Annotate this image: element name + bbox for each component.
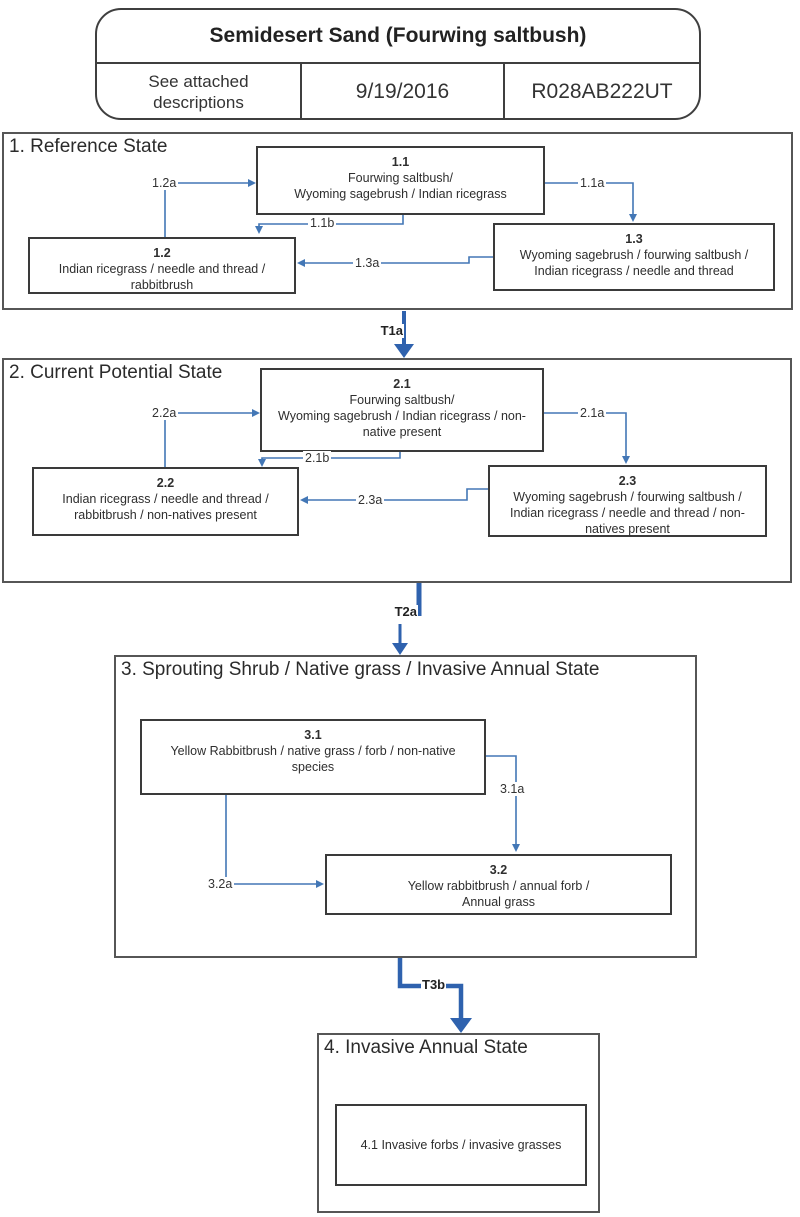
state-box-2-1: 2.1 Fourwing saltbush/ Wyoming sagebrush…: [260, 368, 544, 452]
section-title: 1. Reference State: [9, 136, 168, 157]
state-box-label: Fourwing saltbush/ Wyoming sagebrush / I…: [294, 171, 507, 201]
header-note: See attached descriptions: [148, 72, 249, 112]
pathway-label-2-1b: 2.1b: [303, 451, 332, 465]
section-title: 3. Sprouting Shrub / Native grass / Inva…: [121, 659, 600, 680]
transition-label-t2a: T2a: [382, 605, 418, 619]
state-box-label: Fourwing saltbush/ Wyoming sagebrush / I…: [278, 393, 526, 439]
state-box-label: Wyoming sagebrush / fourwing saltbush / …: [510, 490, 745, 536]
state-box-label: Yellow rabbitbrush / annual forb / Annua…: [407, 879, 590, 909]
section-title: 2. Current Potential State: [9, 362, 223, 383]
diagram-title: Semidesert Sand (Fourwing saltbush): [97, 10, 699, 64]
state-box-number: 1.3: [625, 232, 643, 246]
transition-label-t1a: T1a: [368, 324, 404, 338]
header-row: See attached descriptions 9/19/2016 R028…: [97, 64, 699, 120]
pathway-label-2-1a: 2.1a: [578, 406, 607, 420]
state-box-1-2: 1.2 Indian ricegrass / needle and thread…: [28, 237, 296, 294]
section-invasive-annual-state: 4. Invasive Annual State: [317, 1033, 600, 1213]
section-title: 4. Invasive Annual State: [324, 1037, 528, 1058]
state-box-1-3: 1.3 Wyoming sagebrush / fourwing saltbus…: [493, 223, 775, 291]
state-box-number: 2.3: [618, 474, 637, 488]
pathway-label-2-2a: 2.2a: [150, 406, 179, 420]
state-box-label: Yellow Rabbitbrush / native grass / forb…: [170, 744, 456, 774]
header-card: Semidesert Sand (Fourwing saltbush) See …: [95, 8, 701, 120]
state-box-number: 2.2: [156, 476, 175, 490]
header-site-id: R028AB222UT: [503, 64, 699, 120]
section-current-potential-state: 2. Current Potential State: [2, 358, 792, 583]
state-box-label: 4.1 Invasive forbs / invasive grasses: [360, 1138, 562, 1152]
pathway-label-1-1a: 1.1a: [578, 176, 607, 190]
section-sprouting-shrub-state: 3. Sprouting Shrub / Native grass / Inva…: [114, 655, 697, 958]
state-box-number: 1.1: [391, 155, 410, 169]
state-box-number: 2.1: [393, 377, 411, 391]
state-box-number: 3.2: [489, 863, 508, 877]
state-box-2-2: 2.2 Indian ricegrass / needle and thread…: [32, 467, 299, 536]
transition-arrowhead-t2a: [392, 643, 408, 655]
pathway-label-3-1a: 3.1a: [498, 782, 527, 796]
pathway-label-1-1b: 1.1b: [308, 216, 337, 230]
state-box-1-1: 1.1 Fourwing saltbush/ Wyoming sagebrush…: [256, 146, 545, 215]
pathway-label-3-2a: 3.2a: [206, 877, 235, 891]
state-box-3-2: 3.2 Yellow rabbitbrush / annual forb / A…: [325, 854, 672, 915]
pathway-label-2-3a: 2.3a: [356, 493, 385, 507]
state-box-label: Indian ricegrass / needle and thread / r…: [62, 492, 269, 522]
state-box-label: Wyoming sagebrush / fourwing saltbush / …: [519, 248, 749, 278]
state-box-number: 1.2: [153, 246, 171, 260]
section-reference-state: 1. Reference State: [2, 132, 793, 310]
transition-arrowhead-t1a: [394, 344, 414, 358]
pathway-label-1-2a: 1.2a: [150, 176, 179, 190]
pathway-label-1-3a: 1.3a: [353, 256, 382, 270]
transition-label-t3b: T3b: [421, 977, 447, 992]
state-box-4-1: 4.1 Invasive forbs / invasive grasses: [335, 1104, 587, 1186]
state-box-2-3: 2.3 Wyoming sagebrush / fourwing saltbus…: [488, 465, 767, 537]
transition-arrowhead-t3b: [450, 1018, 472, 1033]
state-box-3-1: 3.1 Yellow Rabbitbrush / native grass / …: [140, 719, 486, 795]
header-date: 9/19/2016: [300, 64, 503, 120]
state-box-number: 3.1: [304, 728, 322, 742]
state-box-label: Indian ricegrass / needle and thread / r…: [58, 262, 266, 292]
